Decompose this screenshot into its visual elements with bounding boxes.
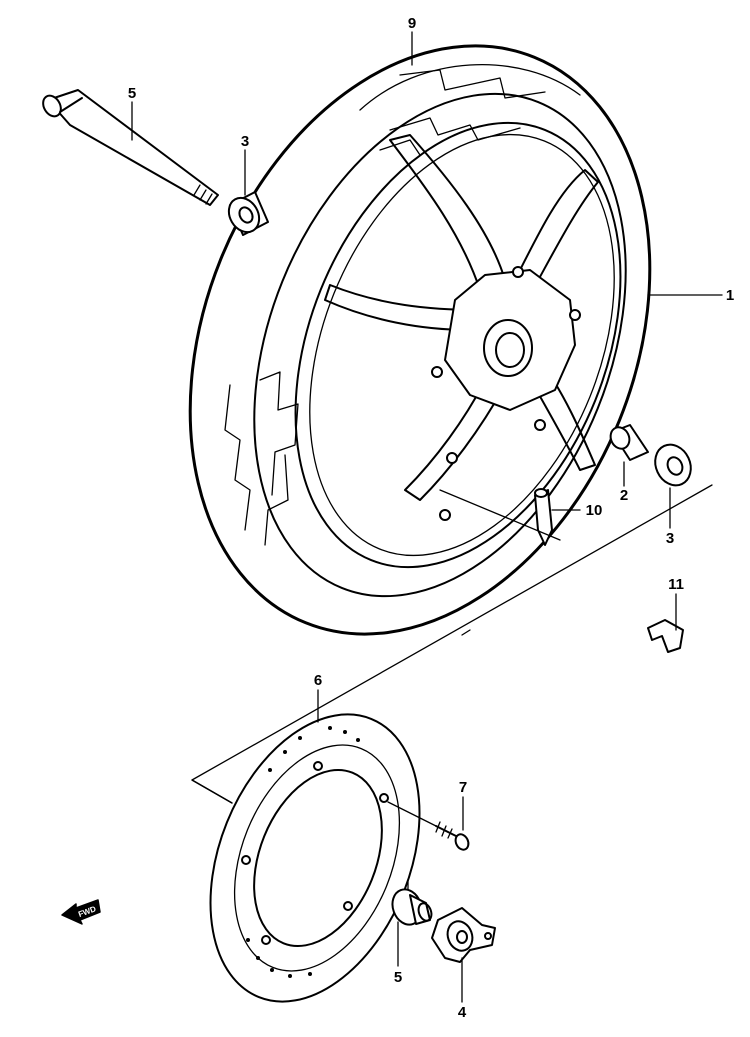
- callout-3-right: 3: [666, 530, 674, 547]
- bearing-right: [654, 443, 692, 487]
- wheel-rim: [294, 121, 622, 569]
- callout-2: 2: [620, 487, 628, 504]
- callout-9: 9: [408, 15, 416, 32]
- callout-1: 1: [726, 287, 734, 304]
- disc-bolt: [435, 821, 470, 851]
- brake-disc: [209, 713, 421, 1003]
- axle: [42, 89, 219, 206]
- callout-11: 11: [668, 576, 684, 593]
- callout-3-top: 3: [241, 133, 249, 150]
- callout-8: 7: [459, 779, 467, 796]
- callout-10: 10: [586, 502, 603, 519]
- speedometer-gearbox: [431, 907, 496, 963]
- clip: [647, 619, 684, 653]
- collar: [391, 888, 433, 926]
- assembly-lines: [131, 31, 723, 1003]
- callout-7: 6: [314, 672, 322, 689]
- tire: [188, 44, 652, 636]
- spacer: [609, 424, 649, 461]
- bearing-left: [227, 191, 269, 236]
- tire-valve: [534, 488, 553, 546]
- forward-arrow-icon: FWD: [61, 899, 101, 925]
- callout-4: 4: [458, 1004, 467, 1021]
- callout-5: 5: [128, 85, 136, 102]
- callout-6: 5: [394, 969, 402, 986]
